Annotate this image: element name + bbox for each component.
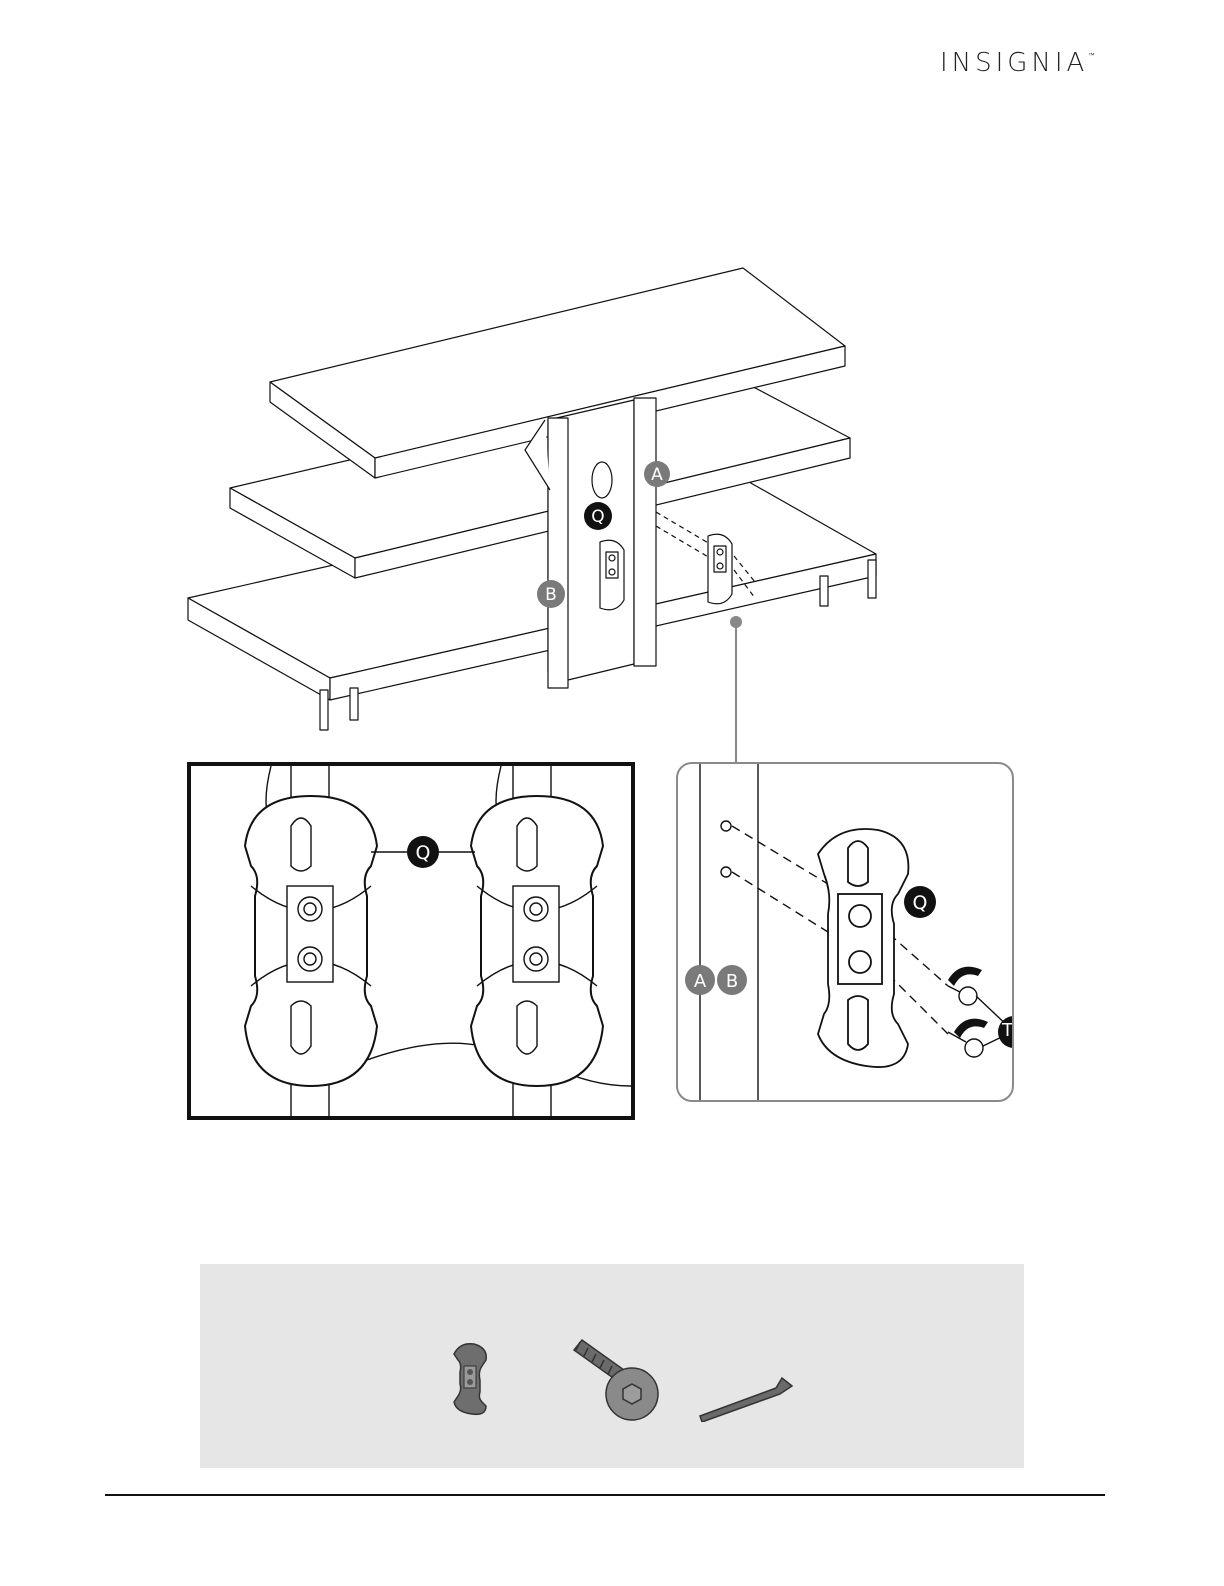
cable-clip-icon [446,1340,494,1416]
screw-icon [568,1334,664,1422]
trademark-mark: ™ [1088,52,1094,59]
clip-installation-drawing: Q A B [678,764,1012,1100]
brand-name: INSIGNIA [940,48,1088,78]
cable-clip-detail: Q [187,762,635,1120]
brand-logo: INSIGNIA™ [940,48,1120,88]
callout-b-label: B [726,971,738,992]
callout-q-label: Q [591,507,604,527]
callout-b-label: B [545,585,557,605]
tv-stand-illustration: A Q B [180,260,900,760]
callout-a-label: A [651,465,663,485]
hex-key-icon [696,1372,796,1422]
footer-divider [105,1494,1105,1496]
callout-t-label: T [1002,1020,1014,1041]
cable-clip-drawing: Q [191,766,631,1116]
callout-q-label: Q [416,842,431,864]
callout-q-label: Q [913,892,928,914]
clip-installation-detail: Q A B T [676,762,1014,1102]
callout-a-label: A [694,971,707,992]
parts-panel [200,1264,1024,1468]
